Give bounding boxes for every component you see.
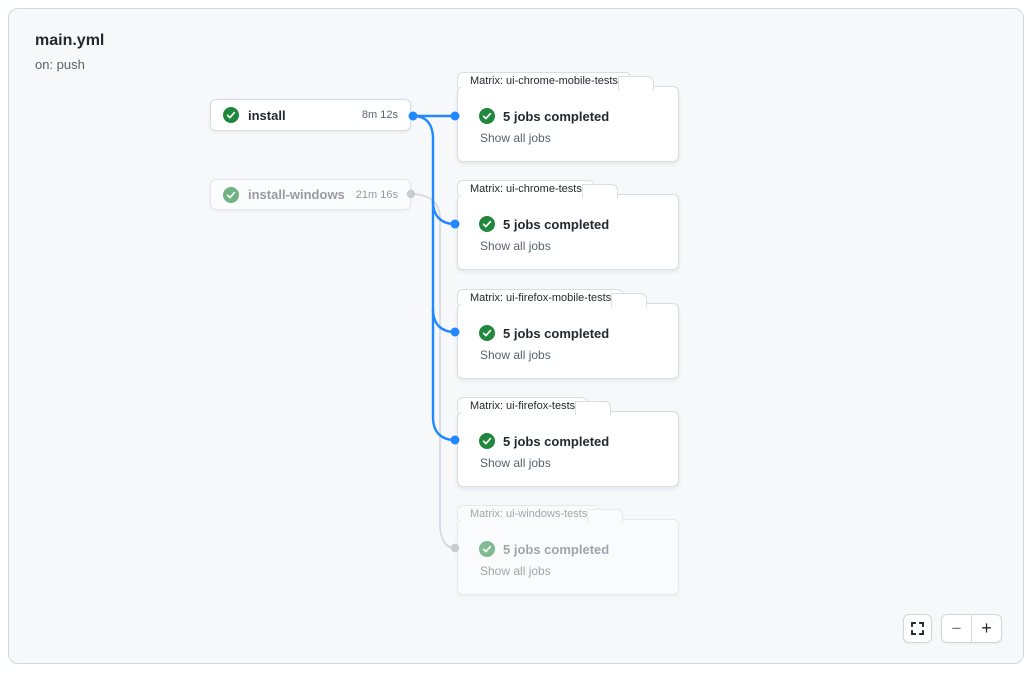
job-name: install — [248, 107, 286, 123]
fullscreen-button[interactable] — [903, 614, 932, 643]
show-all-jobs-link[interactable]: Show all jobs — [480, 456, 551, 470]
job-node-install-windows[interactable]: install-windows 21m 16s — [210, 179, 411, 210]
job-name: install-windows — [248, 187, 345, 202]
job-duration: 8m 12s — [361, 109, 398, 121]
matrix-tab-label: Matrix: ui-windows-tests — [457, 505, 624, 523]
matrix-card[interactable]: 5 jobs completed Show all jobs — [457, 303, 679, 379]
workflow-trigger-label: on: push — [35, 57, 85, 72]
zoom-out-button[interactable]: − — [942, 615, 972, 642]
success-check-icon — [223, 186, 239, 203]
success-check-icon — [479, 541, 495, 557]
show-all-jobs-link[interactable]: Show all jobs — [480, 131, 551, 145]
jobs-completed-summary: 5 jobs completed — [503, 433, 610, 449]
jobs-completed-summary: 5 jobs completed — [503, 541, 610, 557]
success-check-icon — [479, 325, 495, 341]
success-check-icon — [479, 216, 495, 232]
matrix-card[interactable]: 5 jobs completed Show all jobs — [457, 86, 679, 162]
show-all-jobs-link[interactable]: Show all jobs — [480, 564, 551, 578]
zoom-in-button[interactable]: + — [981, 618, 992, 638]
jobs-completed-summary: 5 jobs completed — [503, 216, 610, 232]
matrix-card[interactable]: 5 jobs completed Show all jobs — [457, 411, 679, 487]
job-node-install[interactable]: install 8m 12s — [210, 99, 411, 131]
job-duration: 21m 16s — [355, 188, 398, 201]
fullscreen-icon — [911, 622, 924, 635]
matrix-tab-label: Matrix: ui-firefox-tests — [457, 397, 612, 415]
show-all-jobs-link[interactable]: Show all jobs — [480, 239, 551, 253]
matrix-tab-label: Matrix: ui-firefox-mobile-tests — [457, 289, 648, 307]
zoom-controls: − + — [941, 614, 1002, 643]
success-check-icon — [479, 433, 495, 449]
matrix-card[interactable]: 5 jobs completed Show all jobs — [457, 519, 679, 595]
matrix-tab-label: Matrix: ui-chrome-mobile-tests — [457, 72, 654, 90]
workflow-file-title: main.yml — [35, 32, 105, 49]
success-check-icon — [479, 108, 495, 124]
show-all-jobs-link[interactable]: Show all jobs — [480, 348, 551, 362]
jobs-completed-summary: 5 jobs completed — [503, 108, 610, 124]
matrix-tab-label: Matrix: ui-chrome-tests — [457, 180, 618, 198]
matrix-card[interactable]: 5 jobs completed Show all jobs — [457, 194, 679, 270]
success-check-icon — [223, 107, 239, 123]
jobs-completed-summary: 5 jobs completed — [503, 325, 610, 341]
